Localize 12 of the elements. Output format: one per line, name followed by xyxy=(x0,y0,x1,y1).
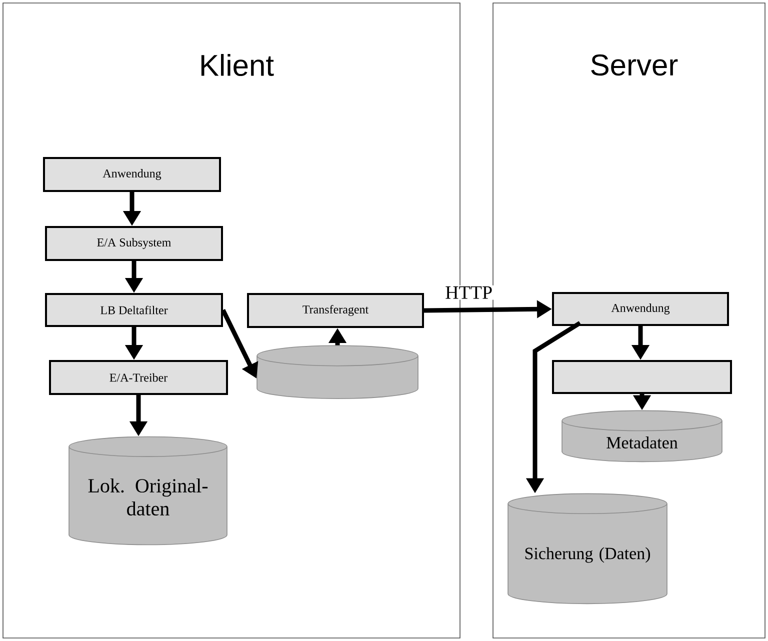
edge-label: HTTP xyxy=(444,285,494,300)
process-box: E/A Subsystem xyxy=(45,226,223,261)
process-box xyxy=(552,360,732,394)
process-box: Anwendung xyxy=(43,157,221,192)
database-cylinder: Lok. Original- daten xyxy=(68,436,228,546)
database-cylinder: Metadaten xyxy=(562,410,722,462)
process-box: LB Deltafilter xyxy=(45,293,223,327)
database-cylinder: Sicherung (Daten) xyxy=(508,493,668,604)
process-box: Transferagent xyxy=(247,293,424,328)
process-box: Anwendung xyxy=(552,292,729,326)
process-box: E/A-Treiber xyxy=(49,360,228,395)
database-cylinder xyxy=(256,345,418,400)
